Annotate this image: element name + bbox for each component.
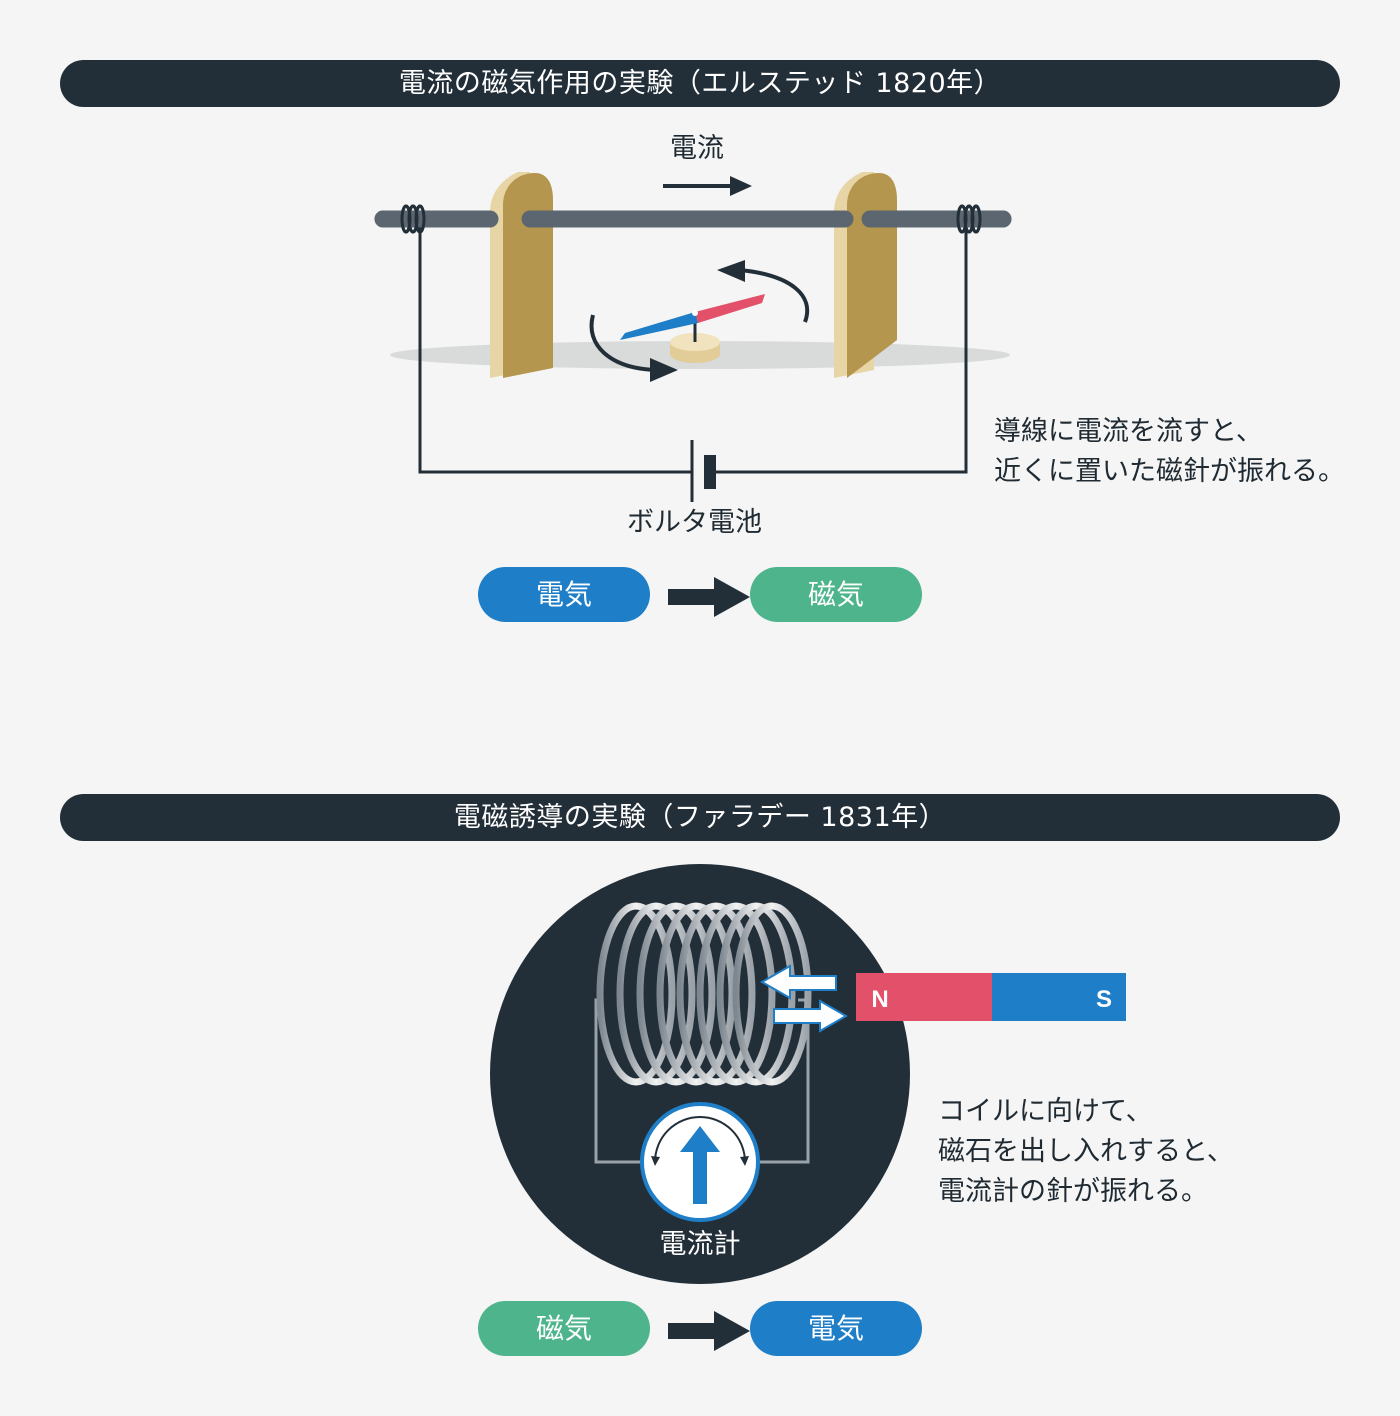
- magnet-icon: [856, 973, 1126, 1021]
- section2-note-line-1: コイルに向けて、: [938, 1096, 1153, 1127]
- right-arrow-icon: [668, 577, 750, 617]
- section2-note: コイルに向けて、 磁石を出し入れすると、 電流計の針が振れる。: [938, 1092, 1234, 1212]
- section2-title-banner: 電磁誘導の実験（ファラデー 1831年）: [60, 794, 1340, 841]
- rotation-arrow-icon: [589, 268, 810, 372]
- magnet-n-label: N: [871, 986, 888, 1013]
- circuit-wire: [418, 222, 968, 474]
- flow1-from-pill: 電気: [478, 567, 650, 622]
- magnet-s-label: S: [1096, 986, 1112, 1013]
- flow2-from-pill: 磁気: [478, 1301, 650, 1356]
- current-direction-arrow-icon: [663, 176, 752, 196]
- galvanometer-icon: [640, 1102, 760, 1222]
- coil-icon: [596, 902, 812, 1086]
- section2-note-line-2: 磁石を出し入れすると、: [938, 1136, 1234, 1167]
- section2-title: 電磁誘導の実験（ファラデー 1831年）: [453, 802, 947, 833]
- section2-note-line-3: 電流計の針が振れる。: [938, 1176, 1208, 1207]
- flow1-to-pill: 磁気: [750, 567, 922, 622]
- move-out-arrow-icon: [773, 999, 849, 1033]
- right-arrow-icon-2: [668, 1311, 750, 1351]
- compass-base: [670, 316, 720, 363]
- section1-note-line-2: 近くに置いた磁針が振れる。: [994, 456, 1345, 487]
- flow2-to-pill: 電気: [750, 1301, 922, 1356]
- battery-icon: [690, 440, 716, 502]
- galvanometer-label: 電流計: [660, 1229, 741, 1260]
- current-label: 電流: [670, 133, 724, 164]
- battery-label: ボルタ電池: [627, 507, 762, 538]
- section1-note: 導線に電流を流すと、 近くに置いた磁針が振れる。: [994, 412, 1345, 492]
- oersted-apparatus: [374, 172, 1012, 502]
- faraday-apparatus: N S 電流計: [490, 864, 1126, 1284]
- compass-needle-icon: [620, 294, 765, 340]
- section1-note-line-1: 導線に電流を流すと、: [994, 416, 1263, 447]
- section1-title: 電流の磁気作用の実験（エルステッド 1820年）: [398, 68, 1002, 99]
- section1-title-banner: 電流の磁気作用の実験（エルステッド 1820年）: [60, 60, 1340, 107]
- move-in-arrow-icon: [759, 964, 837, 1000]
